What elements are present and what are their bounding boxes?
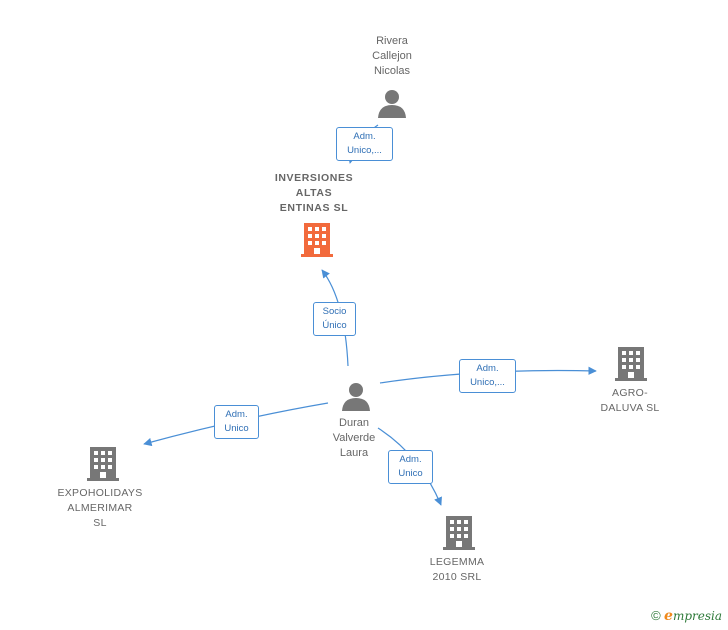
- node-label-expo[interactable]: EXPOHOLIDAYS ALMERIMAR SL: [57, 487, 143, 529]
- node-label-inversiones[interactable]: INVERSIONES ALTAS ENTINAS SL: [274, 172, 354, 214]
- edge-label-duran-legemma[interactable]: Adm. Unico: [388, 450, 433, 484]
- brand-e: e: [664, 608, 673, 624]
- building-icon[interactable]: [301, 223, 333, 257]
- edge-label-duran-inversiones[interactable]: Socio Único: [313, 302, 356, 336]
- node-label-duran[interactable]: Duran Valverde Laura: [332, 417, 376, 459]
- empresia-logo: © empresia: [651, 608, 722, 624]
- copyright-symbol: ©: [651, 608, 661, 623]
- node-label-legemma[interactable]: LEGEMMA 2010 SRL: [429, 556, 485, 583]
- person-icon[interactable]: [377, 88, 407, 118]
- edge-label-duran-agro[interactable]: Adm. Unico,...: [459, 359, 516, 393]
- edge-label-duran-expo[interactable]: Adm. Unico: [214, 405, 259, 439]
- person-icon[interactable]: [341, 381, 371, 411]
- brand-rest: mpresia: [672, 609, 722, 623]
- node-label-agro[interactable]: AGRO- DALUVA SL: [600, 387, 660, 414]
- building-icon[interactable]: [615, 347, 647, 381]
- edge-label-rivera-inversiones[interactable]: Adm. Unico,...: [336, 127, 393, 161]
- building-icon[interactable]: [87, 447, 119, 481]
- node-label-rivera[interactable]: Rivera Callejon Nicolas: [372, 35, 412, 77]
- building-icon[interactable]: [443, 516, 475, 550]
